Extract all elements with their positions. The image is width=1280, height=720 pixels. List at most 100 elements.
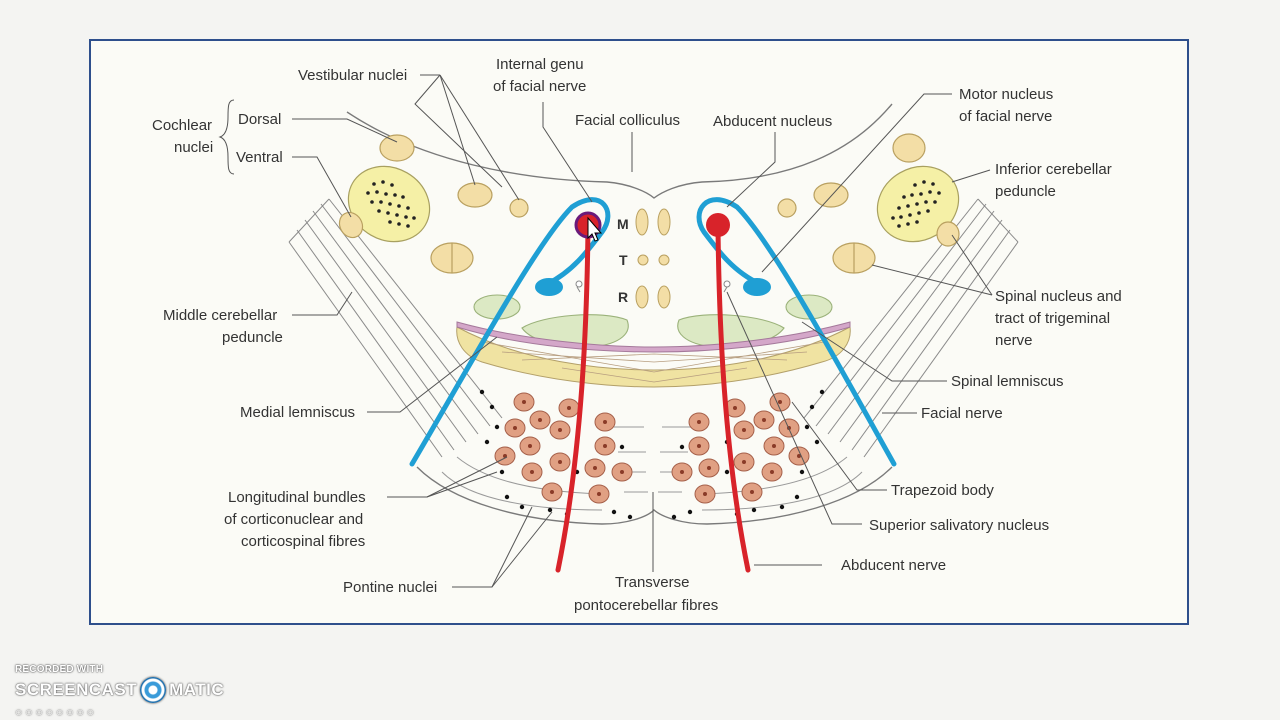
letter-m: M bbox=[617, 216, 629, 232]
brand-right-text: MATIC bbox=[169, 680, 225, 699]
pontine-nucleus-dot bbox=[627, 514, 633, 520]
bundle-fascicle-core bbox=[762, 418, 766, 422]
bundle-fascicle-core bbox=[597, 492, 601, 496]
label-longitudinal-1: Longitudinal bundles bbox=[228, 489, 366, 506]
bundle-fascicle-core bbox=[742, 460, 746, 464]
pontine-nucleus-dot bbox=[687, 509, 693, 515]
bundle-fascicle-core bbox=[567, 406, 571, 410]
label-longitudinal-3: corticospinal fibres bbox=[241, 533, 365, 550]
bundle-fascicle-core bbox=[770, 470, 774, 474]
superior-salivatory-right bbox=[723, 280, 731, 288]
label-dorsal: Dorsal bbox=[238, 111, 281, 128]
pontine-nucleus-dot bbox=[804, 424, 810, 430]
tan-nuclei bbox=[338, 133, 960, 274]
pons-outline bbox=[346, 103, 893, 525]
label-transverse-2: pontocerebellar fibres bbox=[574, 597, 718, 614]
pontine-nucleus-dot bbox=[819, 389, 825, 395]
bundle-fascicle-core bbox=[778, 400, 782, 404]
bundle-fascicle-core bbox=[538, 418, 542, 422]
pontine-nucleus-dot bbox=[814, 439, 820, 445]
label-cochlear-2: nuclei bbox=[174, 139, 213, 156]
label-spinal-nucleus-1: Spinal nucleus and bbox=[995, 288, 1122, 305]
bundle-fascicle-core bbox=[797, 454, 801, 458]
bundle-fascicle-core bbox=[750, 490, 754, 494]
pontine-nucleus-dot bbox=[484, 439, 490, 445]
label-vestibular-nuclei: Vestibular nuclei bbox=[298, 67, 407, 84]
pontine-nucleus-dot bbox=[519, 504, 525, 510]
pontine-nucleus-dot bbox=[751, 507, 757, 513]
pontine-nucleus-dot bbox=[671, 514, 677, 520]
diagram-frame: M T R Vestibular nuclei Internal genu of… bbox=[89, 39, 1189, 625]
pontine-nucleus-dot bbox=[809, 404, 815, 410]
label-trapezoid-body: Trapezoid body bbox=[891, 482, 994, 499]
label-inferior-cerebellar-2: peduncle bbox=[995, 183, 1056, 200]
mouse-cursor-icon bbox=[587, 216, 603, 242]
label-ventral: Ventral bbox=[236, 149, 283, 166]
transverse-pontocerebellar-fibres bbox=[441, 426, 863, 511]
pontine-nucleus-dot bbox=[504, 494, 510, 500]
label-inferior-cerebellar-1: Inferior cerebellar bbox=[995, 161, 1112, 178]
abducent-nerve bbox=[555, 224, 751, 573]
label-medial-lemniscus: Medial lemniscus bbox=[240, 404, 355, 421]
bundle-fascicle-core bbox=[528, 444, 532, 448]
inner-guide-lines bbox=[576, 286, 728, 293]
label-superior-salivatory: Superior salivatory nucleus bbox=[869, 517, 1049, 534]
letter-t: T bbox=[619, 252, 628, 268]
label-motor-nucleus-2: of facial nerve bbox=[959, 108, 1052, 125]
pontine-nuclei-dots bbox=[479, 389, 825, 520]
label-pontine-nuclei: Pontine nuclei bbox=[343, 579, 437, 596]
label-spinal-nucleus-2: tract of trigeminal bbox=[995, 310, 1110, 327]
cochlear-brace bbox=[218, 99, 235, 175]
screencast-logo-icon bbox=[140, 677, 167, 703]
bundle-fascicle-core bbox=[530, 470, 534, 474]
label-middle-cerebellar-1: Middle cerebellar bbox=[163, 307, 277, 324]
screencast-watermark: RECORDED WITH SCREENCAST MATIC ○○○○○○○○ bbox=[15, 664, 224, 719]
pontine-nucleus-dot bbox=[679, 444, 685, 450]
letter-r: R bbox=[618, 289, 628, 305]
label-abducent-nerve: Abducent nerve bbox=[841, 557, 946, 574]
label-leader-lines bbox=[292, 74, 993, 588]
pontine-nucleus-dot bbox=[799, 469, 805, 475]
screencast-brand: SCREENCAST MATIC bbox=[15, 677, 224, 703]
bundle-fascicle-core bbox=[558, 460, 562, 464]
medial-lemniscus bbox=[473, 294, 833, 348]
bundle-fascicle-core bbox=[703, 492, 707, 496]
label-longitudinal-2: of corticonuclear and bbox=[224, 511, 363, 528]
pons-section-diagram: M T R Vestibular nuclei Internal genu of… bbox=[152, 56, 1122, 614]
pontine-nucleus-dot bbox=[779, 504, 785, 510]
bundle-fascicle-core bbox=[697, 444, 701, 448]
recorded-with-text: RECORDED WITH bbox=[15, 664, 104, 675]
mlf-tracts bbox=[635, 208, 671, 309]
longitudinal-bundles bbox=[494, 392, 810, 504]
pontine-nucleus-dot bbox=[489, 404, 495, 410]
pontine-nucleus-dot bbox=[479, 389, 485, 395]
label-middle-cerebellar-2: peduncle bbox=[222, 329, 283, 346]
label-cochlear-1: Cochlear bbox=[152, 117, 212, 134]
bundle-fascicle-core bbox=[697, 420, 701, 424]
bundle-fascicle-core bbox=[603, 420, 607, 424]
bundle-fascicle-core bbox=[772, 444, 776, 448]
bundle-fascicle-core bbox=[620, 470, 624, 474]
bundle-fascicle-core bbox=[513, 426, 517, 430]
bundle-fascicle-core bbox=[558, 428, 562, 432]
trapezoid-body bbox=[456, 321, 851, 388]
pontine-nucleus-dot bbox=[619, 444, 625, 450]
bundle-fascicle-core bbox=[522, 400, 526, 404]
bundle-fascicle-core bbox=[742, 428, 746, 432]
pontine-nucleus-dot bbox=[724, 469, 730, 475]
pontine-nucleus-dot bbox=[794, 494, 800, 500]
brand-left-text: SCREENCAST bbox=[15, 680, 138, 699]
motor-nucleus-facial bbox=[535, 278, 771, 296]
peduncle-fibre-dots bbox=[366, 180, 941, 228]
pontine-nucleus-dot bbox=[494, 424, 500, 430]
label-internal-genu-2: of facial nerve bbox=[493, 78, 586, 95]
bundle-fascicle-core bbox=[603, 444, 607, 448]
bundle-fascicle-core bbox=[733, 406, 737, 410]
pontine-nucleus-dot bbox=[611, 509, 617, 515]
label-motor-nucleus-1: Motor nucleus bbox=[959, 86, 1053, 103]
label-abducent-nucleus: Abducent nucleus bbox=[713, 113, 832, 130]
label-transverse-1: Transverse bbox=[615, 574, 689, 591]
bundle-fascicle-core bbox=[707, 466, 711, 470]
pontine-nucleus-dot bbox=[499, 469, 505, 475]
label-spinal-nucleus-3: nerve bbox=[995, 332, 1033, 349]
